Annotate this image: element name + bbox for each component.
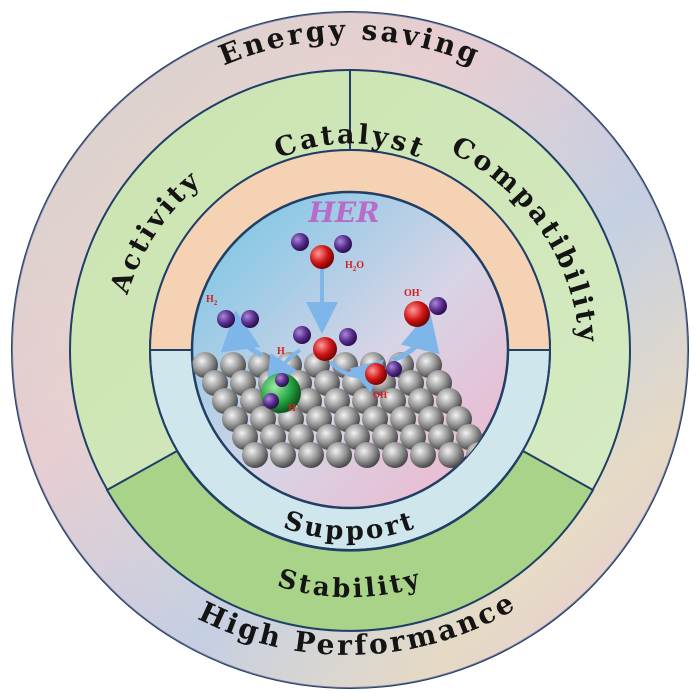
oh-top-label: OH- (404, 286, 423, 299)
her-title: HER (307, 196, 379, 229)
o-atom-icon (404, 301, 430, 327)
h-atom-icon (334, 235, 352, 253)
inner-ring-border (149, 149, 551, 551)
h2-release-arrow (220, 310, 264, 358)
h-atom-icon (429, 297, 447, 315)
h-atom-icon (275, 373, 289, 387)
h-atom-icon (241, 310, 259, 328)
surface-atom-icon (298, 442, 324, 468)
h-adsorb-arrow (266, 348, 302, 389)
surface-atom-icon (326, 442, 352, 468)
o-atom-icon (313, 337, 337, 361)
water-label: H2O (345, 260, 364, 273)
h-green-label: H (288, 403, 296, 414)
h-atom-icon (293, 326, 311, 344)
surface-atom-icon (382, 442, 408, 468)
surface-atom-icon (438, 442, 464, 468)
surface-atom-icon (270, 442, 296, 468)
h-atom-icon (263, 393, 279, 409)
h-atom-icon (291, 233, 309, 251)
o-atom-icon (310, 245, 334, 269)
h-atom-icon (339, 328, 357, 346)
h-atom-icon (386, 361, 402, 377)
oh-release-arrow (392, 310, 440, 363)
h-left-label: H (277, 346, 285, 357)
surface-atom-icon (410, 442, 436, 468)
h-atom-icon (217, 310, 235, 328)
surface-atom-icon (354, 442, 380, 468)
surface-atom-icon (242, 442, 268, 468)
oh-bottom-label: OH- (373, 390, 389, 400)
h2-label: H2 (206, 294, 218, 307)
o-atom-icon (365, 363, 387, 385)
